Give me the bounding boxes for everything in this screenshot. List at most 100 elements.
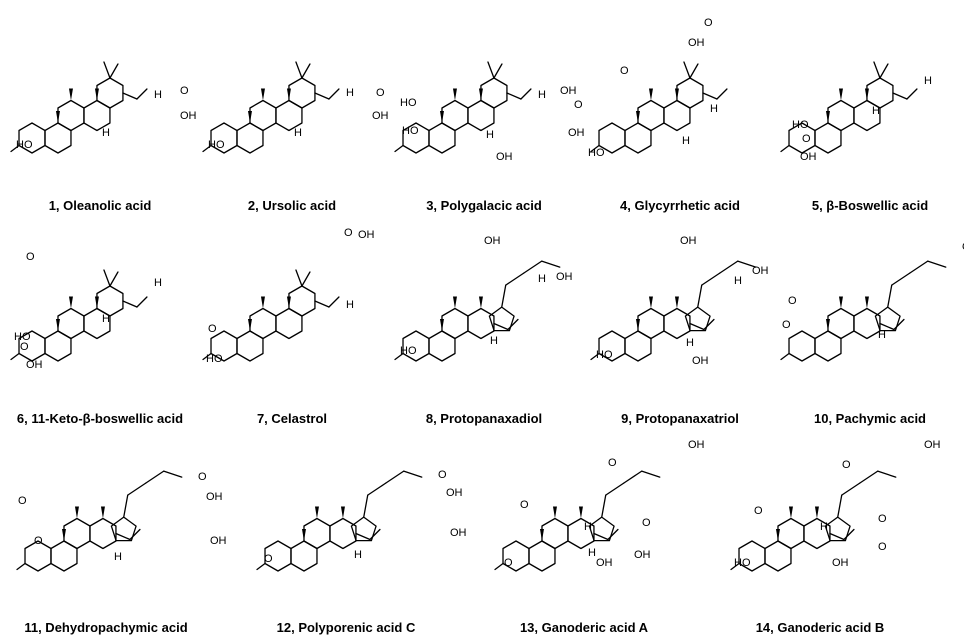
atom-label: O — [26, 251, 35, 263]
atom-label: OH — [372, 110, 389, 122]
atom-label: H — [872, 105, 880, 117]
compound-12-structure: O OH O OH H — [256, 469, 467, 572]
atom-label: H — [686, 337, 694, 349]
atom-label: H — [154, 277, 162, 289]
atom-label: OH — [688, 37, 705, 49]
atom-label: OH — [484, 235, 501, 247]
atom-label: OH — [560, 85, 577, 97]
compound-caption: 9, Protopanaxatriol — [621, 411, 739, 426]
compound-caption: 10, Pachymic acid — [813, 411, 926, 426]
atom-label: O — [962, 241, 964, 253]
atom-label: OH — [450, 527, 467, 539]
compound-12: O OH O OH H 12, Polyporenic acid C — [250, 432, 467, 635]
atom-label: HO — [400, 97, 417, 109]
atom-label: O — [878, 513, 887, 525]
atom-label: OH — [800, 151, 817, 163]
compound-caption: 11, Dehydropachymic acid — [24, 620, 188, 635]
atom-label: H — [490, 335, 498, 347]
compound-caption: 4, Glycyrrhetic acid — [620, 198, 740, 213]
atom-label: H — [924, 75, 932, 87]
atom-label: H — [114, 551, 122, 563]
atom-label: H — [346, 299, 354, 311]
atom-label: O — [198, 471, 207, 483]
atom-label: OH — [832, 557, 849, 569]
atom-label: O — [18, 495, 27, 507]
atom-label: H — [734, 275, 742, 287]
atom-label: OH — [358, 229, 375, 241]
compound-caption: 2, Ursolic acid — [247, 198, 337, 213]
compound-caption: 14, Ganoderic acid B — [755, 620, 885, 635]
atom-label: HO — [792, 119, 809, 131]
atom-label: O — [608, 457, 617, 469]
atom-label: OH — [568, 127, 585, 139]
atom-label: O — [344, 227, 353, 239]
atom-label: O — [264, 553, 273, 565]
atom-label: H — [486, 129, 494, 141]
compound-caption: 7, Celastrol — [256, 411, 328, 426]
atom-label: O — [180, 85, 189, 97]
atom-label: HO — [402, 125, 419, 137]
atom-label: H — [354, 549, 362, 561]
atom-label: O — [376, 87, 385, 99]
atom-label: H — [154, 89, 162, 101]
atom-label: H — [294, 127, 302, 139]
atom-label: OH — [680, 235, 697, 247]
atom-label: HO — [596, 349, 613, 361]
compound-caption: 8, Protopanaxadiol — [425, 411, 543, 426]
atom-label: H — [102, 313, 110, 325]
atom-label: O — [620, 65, 629, 77]
atom-label: O — [20, 341, 29, 353]
atom-label: HO — [206, 353, 223, 365]
atom-label: O — [574, 99, 583, 111]
atom-label: HO — [734, 557, 751, 569]
compound-caption: 3, Polygalacic acid — [426, 198, 542, 213]
compound-caption: 1, Oleanolic acid — [48, 198, 152, 213]
compound-8-structure: OH OH HO H H — [394, 235, 573, 362]
atom-label: H — [878, 329, 886, 341]
atom-label: H — [538, 273, 546, 285]
atom-label: H — [682, 135, 690, 147]
atom-label: OH — [692, 355, 709, 367]
atom-label: H — [102, 127, 110, 139]
atom-label: OH — [596, 557, 613, 569]
atom-label: H — [538, 89, 546, 101]
atom-label: O — [438, 469, 447, 481]
atom-label: OH — [556, 271, 573, 283]
compound-10: OOOHOOHH10, Pachymic acid — [774, 222, 964, 426]
atom-label: OH — [210, 535, 227, 547]
atom-label: O — [520, 499, 529, 511]
atom-label: HO — [588, 147, 605, 159]
atom-label: H — [710, 103, 718, 115]
compound-8: OH OH HO H H 8, Protopanaxadiol — [388, 222, 580, 426]
atom-label: HO — [16, 139, 33, 151]
atom-label: H — [346, 87, 354, 99]
compound-caption: 12, Polyporenic acid C — [276, 620, 416, 635]
atom-label: H — [584, 521, 592, 533]
atom-label: O — [788, 295, 797, 307]
atom-label: HO — [400, 345, 417, 357]
atom-label: O — [34, 535, 43, 547]
atom-label: O — [782, 319, 791, 331]
atom-label: OH — [446, 487, 463, 499]
atom-label: O — [642, 517, 651, 529]
compound-caption: 6, 11-Keto-β-boswellic acid — [16, 411, 184, 426]
